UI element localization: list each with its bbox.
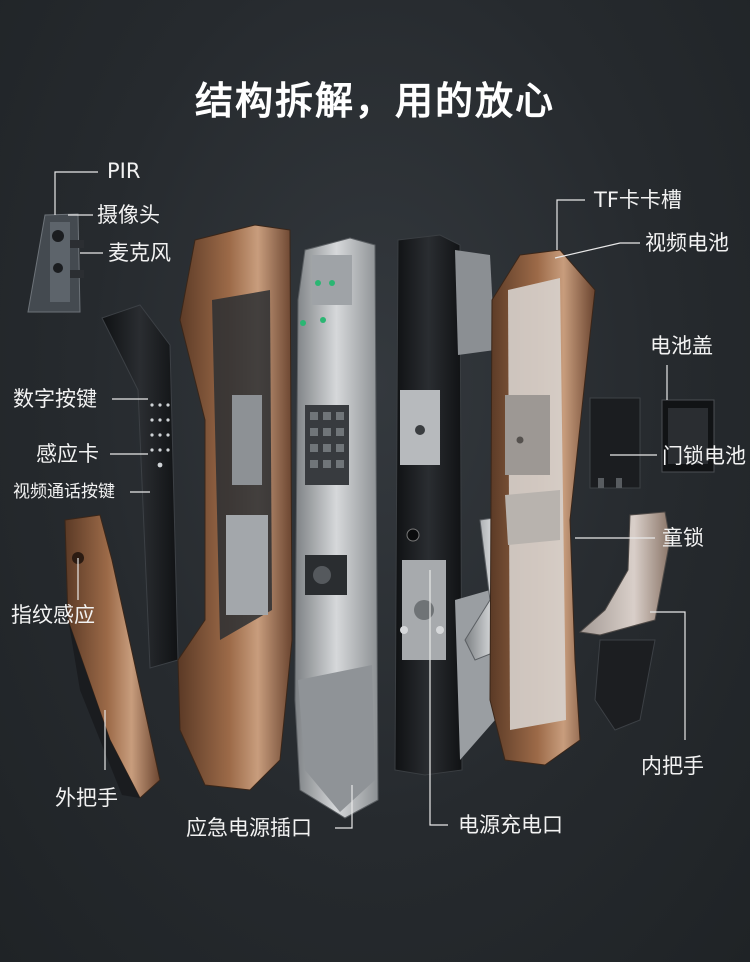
page-title: 结构拆解，用的放心	[194, 79, 555, 123]
label-child-lock: 童锁	[662, 526, 704, 550]
black-back-plate	[394, 234, 495, 776]
inner-handle-part	[578, 511, 671, 731]
label-fingerprint: 指纹感应	[11, 603, 95, 627]
label-inner-handle: 内把手	[641, 754, 704, 778]
label-tf-slot: TF卡卡槽	[594, 188, 682, 212]
bronze-outer-shell	[177, 224, 293, 791]
camera-module	[27, 213, 84, 313]
silver-chassis	[294, 237, 379, 819]
lock-battery	[589, 397, 641, 489]
label-pir: PIR	[107, 159, 141, 183]
label-emergency-port: 应急电源插口	[186, 816, 312, 840]
label-charge-port: 电源充电口	[458, 813, 563, 837]
label-video-battery: 视频电池	[645, 231, 729, 255]
label-video-call: 视频通话按键	[13, 482, 115, 502]
battery-cover	[661, 399, 715, 473]
label-card: 感应卡	[36, 442, 99, 466]
label-mic: 麦克风	[108, 241, 171, 265]
label-keypad: 数字按键	[13, 387, 97, 411]
label-camera: 摄像头	[97, 203, 160, 227]
label-outer-handle: 外把手	[55, 786, 118, 810]
label-lock-battery: 门锁电池	[662, 444, 746, 468]
label-battery-cover: 电池盖	[650, 334, 713, 358]
inner-bronze-shell	[489, 249, 596, 766]
leader-lines	[54, 171, 686, 829]
